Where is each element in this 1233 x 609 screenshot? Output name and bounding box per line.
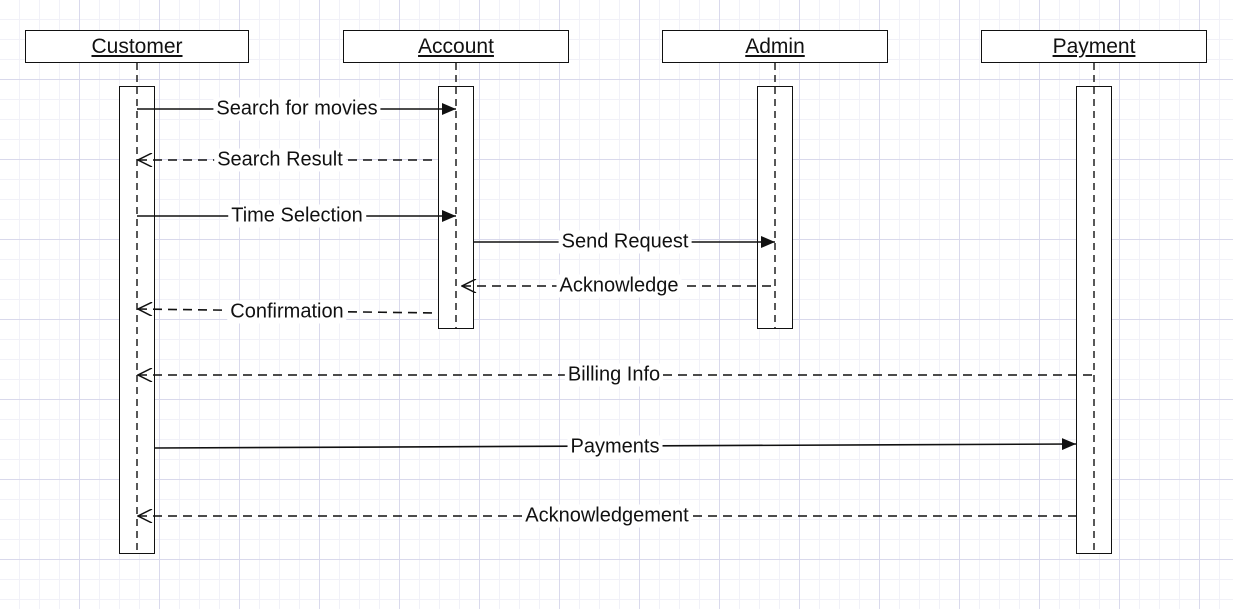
message-search-result-label: Search Result [214, 148, 346, 172]
lifeline-account-header[interactable]: Account [343, 30, 569, 63]
message-payments-label: Payments [567, 435, 663, 459]
message-billing-info-label: Billing Info [564, 363, 664, 387]
lifeline-account-label: Account [418, 35, 494, 58]
message-send-request-label: Send Request [558, 230, 692, 254]
message-time-selection-label: Time Selection [228, 204, 366, 228]
lifeline-admin-label: Admin [745, 35, 805, 58]
message-search-for-movies-label: Search for movies [213, 97, 381, 121]
lifeline-payment-header[interactable]: Payment [981, 30, 1207, 63]
lifeline-customer-header[interactable]: Customer [25, 30, 249, 63]
message-acknowledge-label: Acknowledge [556, 274, 682, 298]
message-confirmation-label: Confirmation [227, 300, 347, 324]
lifeline-payment-label: Payment [1052, 35, 1136, 58]
message-acknowledgement-label: Acknowledgement [522, 504, 692, 528]
lifeline-customer-label: Customer [91, 35, 183, 58]
lifeline-admin-header[interactable]: Admin [662, 30, 888, 63]
